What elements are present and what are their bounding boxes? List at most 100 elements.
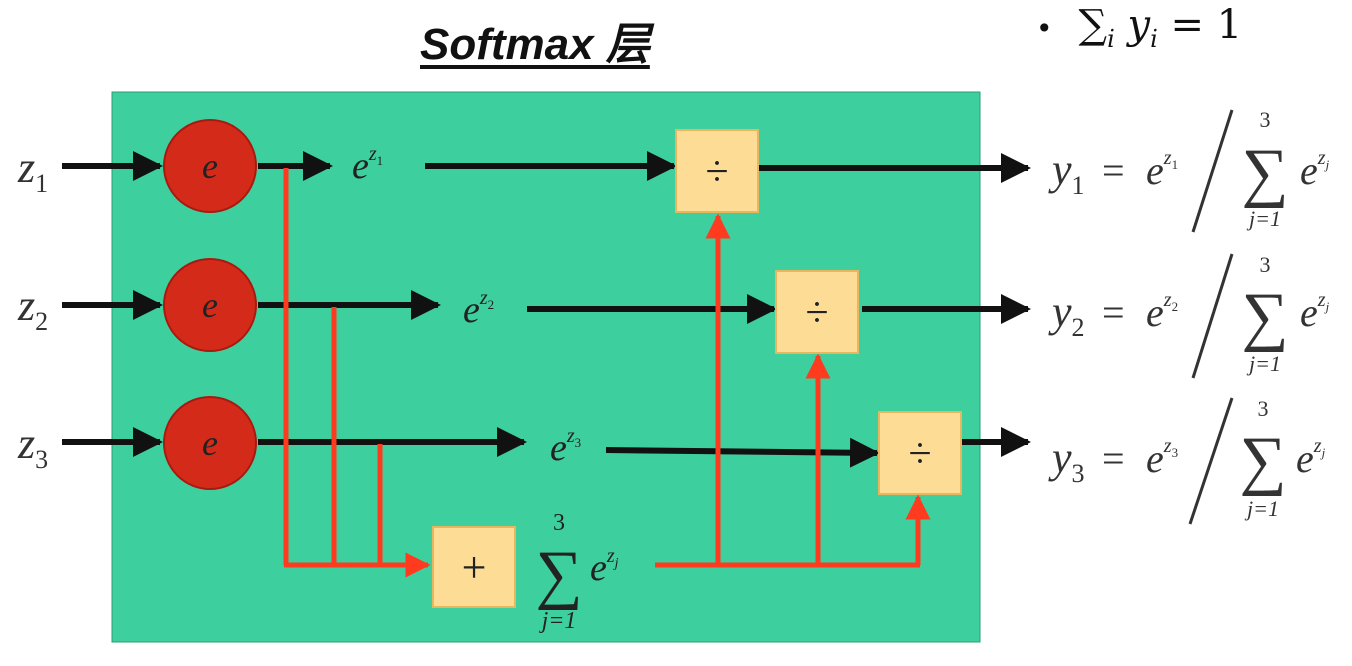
output-var: y — [1048, 287, 1072, 336]
fraction-slash — [1188, 397, 1234, 525]
output-sum-exp-index: j — [1324, 299, 1330, 314]
output-sum-symbol: ∑ — [1239, 424, 1286, 497]
output-equals: = — [1102, 148, 1125, 193]
output-exp-index: 1 — [1172, 157, 1179, 172]
sum-box: + — [432, 526, 516, 608]
exp-node-label: e — [202, 285, 218, 325]
exp-node-label: e — [202, 146, 218, 186]
output-sum-upper: 3 — [1260, 107, 1271, 132]
fraction-slash — [1191, 109, 1234, 233]
divide-symbol: ÷ — [805, 290, 828, 336]
exp-output-base: e — [550, 427, 567, 469]
output-var: y — [1048, 145, 1072, 194]
svg-text:ez2: ez2 — [1146, 289, 1178, 335]
sum-symbol: ∑ — [535, 538, 582, 611]
note-sum-index: i — [1107, 25, 1115, 53]
svg-text:z3: z3 — [17, 419, 48, 474]
exp-output-base: e — [463, 289, 480, 331]
output-exp: z — [1163, 435, 1172, 457]
svg-text:ezj: ezj — [1300, 147, 1330, 193]
svg-text:y3: y3 — [1048, 433, 1085, 488]
exp-node-1: e — [163, 119, 257, 213]
output-sum-upper: 3 — [1258, 396, 1269, 421]
output-equals: = — [1102, 436, 1125, 481]
output-base: e — [1146, 436, 1164, 481]
svg-text:y2: y2 — [1048, 287, 1085, 342]
output-equals: = — [1102, 290, 1125, 335]
output-exp-index: 3 — [1172, 445, 1179, 460]
svg-text:ez3: ez3 — [1146, 435, 1178, 481]
exp-node-3: e — [163, 396, 257, 490]
svg-text:z1: z1 — [17, 143, 48, 198]
exp-output-exp: z — [566, 425, 575, 447]
output-sum-upper: 3 — [1260, 252, 1271, 277]
output-formula-1: y1 = ez1 3 ∑ j=1 ezj — [1048, 107, 1330, 233]
fraction-slash — [1191, 253, 1234, 379]
output-sum-exp-index: j — [1320, 445, 1326, 460]
bullet-icon: • — [1036, 11, 1053, 45]
sum-exp: z — [606, 545, 615, 567]
sum-expression: 3 ∑ j=1 ezj — [535, 510, 618, 634]
exp-output-base: e — [352, 145, 369, 187]
divide-symbol: ÷ — [908, 431, 931, 477]
note-y: y — [1127, 2, 1151, 48]
output-sum-lower: j=1 — [1246, 351, 1281, 376]
page-title: Softmax 层 — [420, 20, 650, 69]
exp-output-exp-index: 2 — [488, 297, 495, 312]
svg-text:ezj: ezj — [590, 545, 619, 589]
exp-output-exp-index: 3 — [575, 435, 582, 450]
output-sum-symbol: ∑ — [1241, 280, 1288, 353]
output-sum-exp: z — [1317, 147, 1326, 169]
output-exp: z — [1163, 289, 1172, 311]
svg-text:ezj: ezj — [1300, 289, 1330, 335]
output-sum-lower: j=1 — [1246, 206, 1281, 231]
exp-node-label: e — [202, 423, 218, 463]
sum-upper: 3 — [553, 510, 565, 536]
output-base: e — [1146, 148, 1164, 193]
svg-text:ez2: ez2 — [463, 287, 494, 331]
output-sum-symbol: ∑ — [1241, 136, 1288, 209]
input-var: z — [17, 281, 35, 330]
exp-node-2: e — [163, 258, 257, 352]
output-var: y — [1048, 433, 1072, 482]
note-equals: = 1 — [1170, 2, 1243, 48]
svg-text:ezj: ezj — [1296, 435, 1326, 481]
numerator-arrow-3 — [605, 437, 880, 468]
output-sum-base: e — [1296, 436, 1314, 481]
output-index: 1 — [1072, 171, 1085, 200]
note-y-index: i — [1150, 25, 1158, 53]
divide-symbol: ÷ — [705, 149, 728, 195]
sum-exp-index: j — [613, 556, 619, 571]
svg-text:ez3: ez3 — [550, 425, 581, 469]
svg-text:ez1: ez1 — [352, 143, 383, 187]
exp-output-exp: z — [479, 287, 488, 309]
output-sum-base: e — [1300, 148, 1318, 193]
output-index: 3 — [1072, 459, 1085, 488]
output-formula-2: y2 = ez2 3 ∑ j=1 ezj — [1048, 252, 1330, 379]
exp-output-exp: z — [368, 143, 377, 165]
sum-base: e — [590, 547, 607, 589]
input-index: 3 — [35, 445, 48, 474]
softmax-layer-panel — [111, 91, 981, 643]
output-sum-exp-index: j — [1324, 157, 1330, 172]
sum-constraint-note: •∑i yi = 1 — [1036, 2, 1242, 53]
svg-text:y1: y1 — [1048, 145, 1085, 200]
output-exp-index: 2 — [1172, 299, 1179, 314]
input-var: z — [17, 143, 35, 192]
exp-output-exp-index: 1 — [377, 153, 384, 168]
output-base: e — [1146, 290, 1164, 335]
svg-text:z2: z2 — [17, 281, 48, 336]
output-sum-exp: z — [1313, 435, 1322, 457]
divide-box-2: ÷ — [775, 270, 859, 354]
note-sum-symbol: ∑ — [1078, 2, 1108, 48]
input-index: 1 — [35, 169, 48, 198]
plus-symbol: + — [462, 543, 487, 592]
input-index: 2 — [35, 307, 48, 336]
output-formula-3: y3 = ez3 3 ∑ j=1 ezj — [1048, 396, 1326, 525]
output-index: 2 — [1072, 313, 1085, 342]
svg-text:ez1: ez1 — [1146, 147, 1178, 193]
output-exp: z — [1163, 147, 1172, 169]
output-sum-exp: z — [1317, 289, 1326, 311]
input-var: z — [17, 419, 35, 468]
